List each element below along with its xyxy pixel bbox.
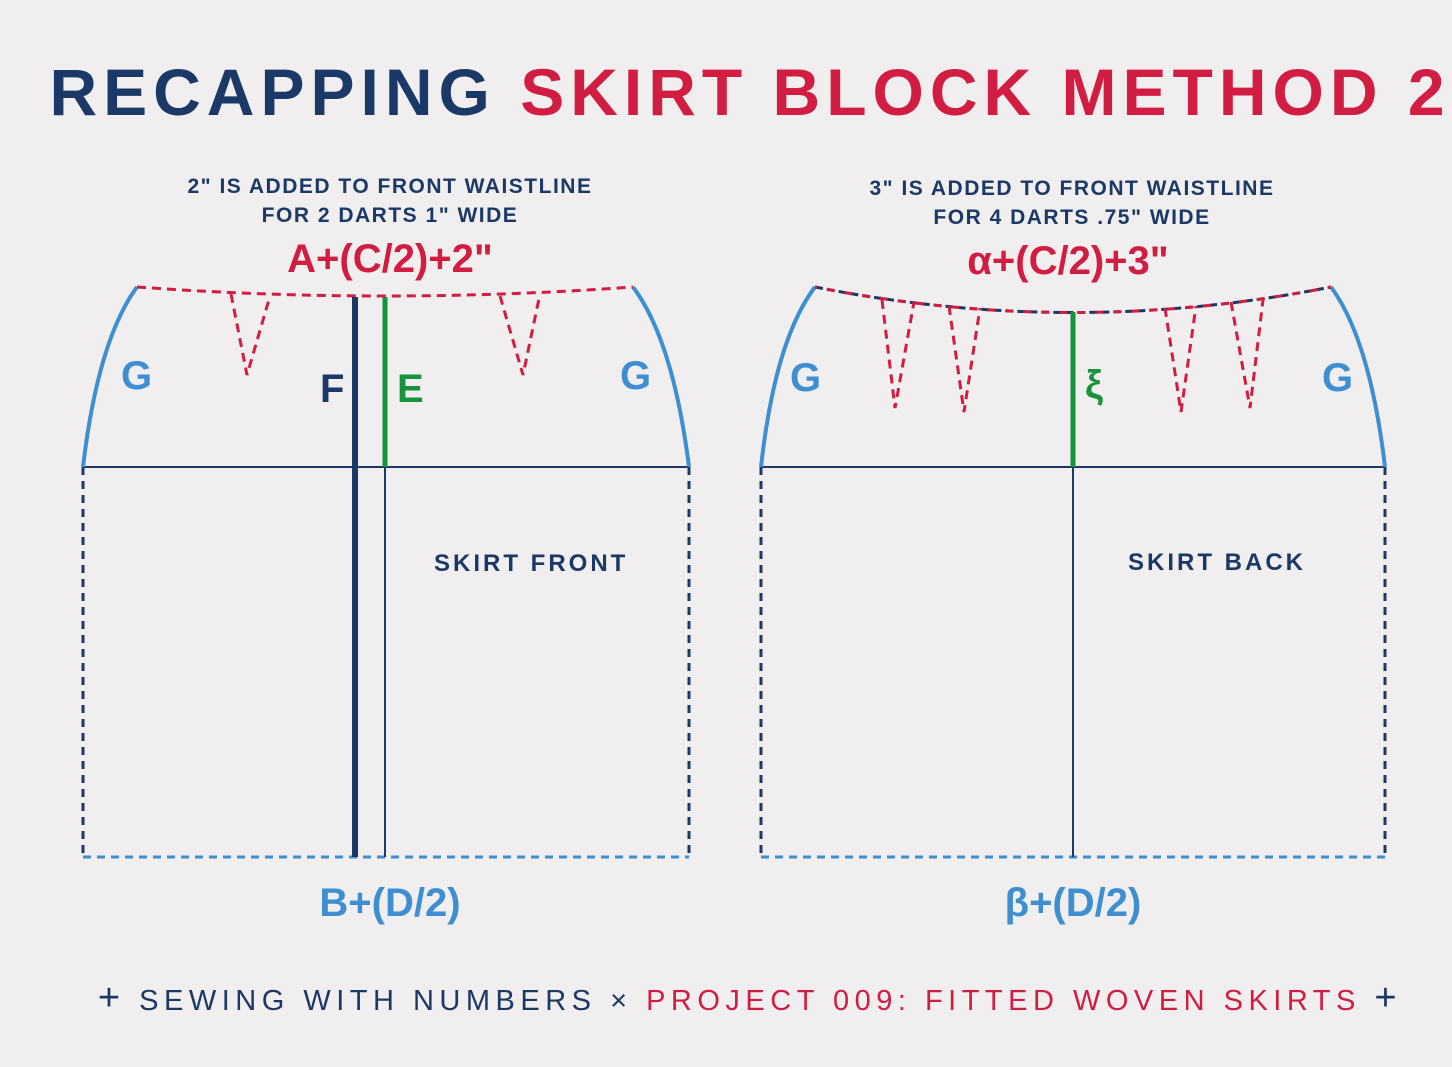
back-dart-4 (1229, 299, 1265, 409)
front-center-line-letter: F (320, 367, 345, 411)
title-part-1: RECAPPING (49, 55, 496, 129)
back-waistline-base (814, 285, 1332, 314)
back-left-seam-letter: G (790, 356, 822, 400)
front-note: 2" IS ADDED TO FRONT WAISTLINE FOR 2 DAR… (110, 172, 670, 230)
front-adjusted-line-letter: E (397, 367, 424, 411)
skirt-front-label: SKIRT FRONT (434, 550, 629, 577)
front-left-seam-letter: G (121, 354, 153, 398)
footer-plus-right: + (1374, 977, 1403, 1019)
back-waistline (814, 285, 1332, 314)
front-hip-formula: B+(D/2) (319, 881, 461, 925)
front-left-side-seam (81, 285, 139, 468)
back-dart-2 (947, 305, 982, 413)
skirt-back-outline (759, 285, 1387, 859)
back-dart-1 (880, 299, 916, 409)
back-waist-formula: α+(C/2)+3" (967, 239, 1169, 283)
front-waist-formula: A+(C/2)+2" (287, 237, 493, 281)
front-right-seam-letter: G (620, 354, 652, 398)
back-dart-3 (1163, 305, 1198, 413)
front-dart-left (229, 293, 272, 376)
back-note-line-1: 3" IS ADDED TO FRONT WAISTLINE (869, 177, 1275, 200)
back-right-side-seam (1329, 285, 1387, 468)
footer: + SEWING WITH NUMBERS × PROJECT 009: FIT… (0, 978, 1452, 1021)
front-dart-right (498, 293, 542, 376)
page-title: RECAPPING SKIRT BLOCK METHOD 2 (0, 52, 1452, 132)
back-note-line-2: FOR 4 DARTS .75" WIDE (933, 206, 1211, 229)
footer-right-text: PROJECT 009: FITTED WOVEN SKIRTS (646, 985, 1361, 1017)
back-right-seam-letter: G (1322, 356, 1354, 400)
front-waistline (136, 285, 634, 298)
footer-separator: × (610, 985, 633, 1017)
footer-plus-left: + (97, 977, 126, 1019)
skirt-back-label: SKIRT BACK (1128, 549, 1306, 576)
back-center-line-letter: ξ (1085, 363, 1103, 407)
back-note: 3" IS ADDED TO FRONT WAISTLINE FOR 4 DAR… (792, 174, 1352, 232)
front-note-line-2: FOR 2 DARTS 1" WIDE (261, 204, 519, 227)
front-right-side-seam (631, 285, 691, 468)
front-note-line-1: 2" IS ADDED TO FRONT WAISTLINE (187, 175, 593, 198)
back-hip-formula: β+(D/2) (1004, 881, 1142, 925)
back-left-side-seam (759, 285, 817, 468)
skirt-front-outline (81, 285, 691, 859)
footer-left-text: SEWING WITH NUMBERS (139, 985, 597, 1017)
title-part-2: SKIRT BLOCK METHOD 2 (520, 55, 1451, 129)
